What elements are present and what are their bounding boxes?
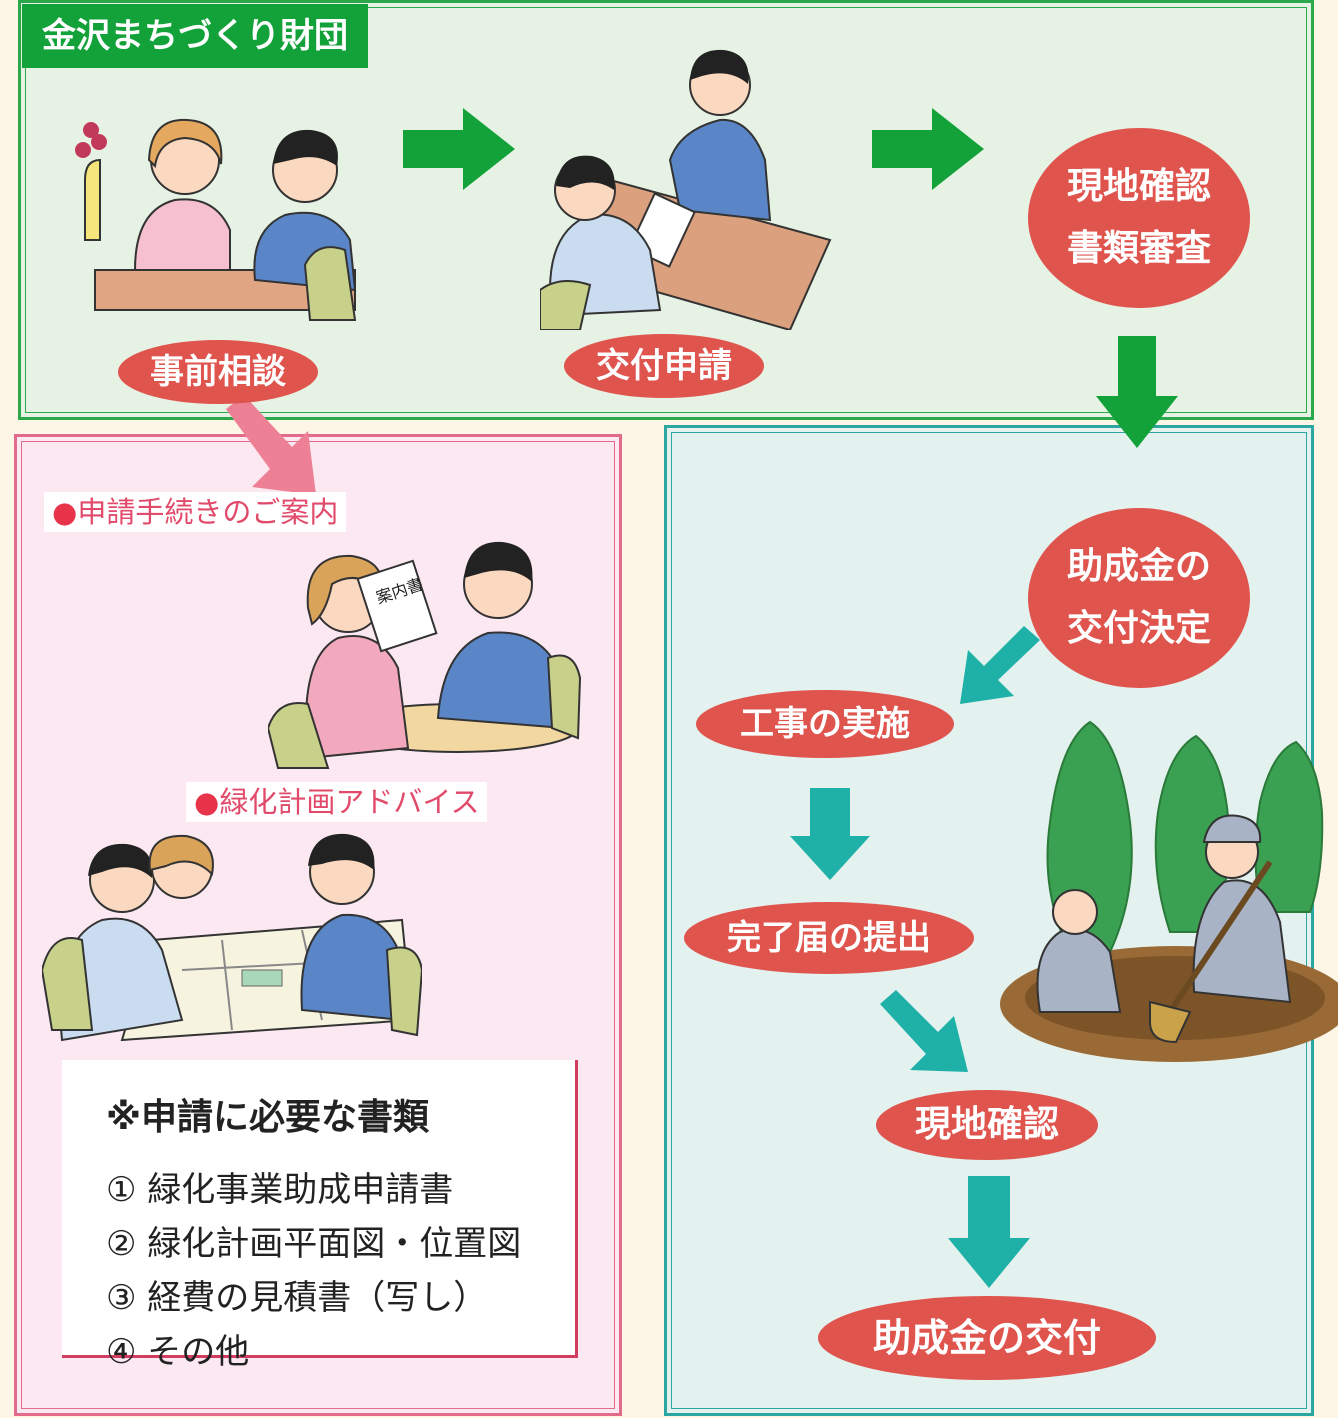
- step-site-check: 現地確認: [876, 1090, 1098, 1160]
- step-review: 現地確認 書類審査: [1028, 128, 1250, 308]
- planning-illustration: [42, 833, 422, 1042]
- bullet-icon: ●: [194, 785, 220, 819]
- step-construction: 工事の実施: [696, 690, 954, 758]
- step-consultation: 事前相談: [118, 340, 318, 404]
- vase-shape: [84, 158, 101, 241]
- document-item: ① 緑化事業助成申請書: [106, 1170, 454, 1210]
- step-review-line2: 書類審査: [1066, 228, 1211, 269]
- clerk-body-shape: [668, 118, 772, 222]
- brochure-shape: [356, 559, 438, 653]
- step-decision: 助成金の 交付決定: [1028, 508, 1250, 688]
- document-item: ④ その他: [106, 1332, 250, 1372]
- woman-body-shape: [305, 635, 410, 760]
- guidance-illustration: 案内書: [268, 541, 582, 769]
- required-documents-box: ※申請に必要な書類 ① 緑化事業助成申請書 ② 緑化計画平面図・位置図 ③ 経費…: [62, 1060, 578, 1372]
- required-documents-title: ※申請に必要な書類: [106, 1097, 429, 1138]
- document-item: ③ 経費の見積書（写し）: [106, 1278, 488, 1318]
- man-body-shape: [436, 631, 566, 730]
- tree3-shape: [1254, 740, 1324, 913]
- shovel-shape: [1167, 860, 1273, 1014]
- flower-shape: [75, 142, 91, 158]
- organization-tag: 金沢まちづくり財団: [22, 4, 368, 68]
- arrow-diag-teal-2: [880, 990, 968, 1072]
- guidance-label: ●申請手続きのご案内: [44, 492, 347, 532]
- arrow-down-teal-2: [948, 1176, 1030, 1288]
- step-application: 交付申請: [564, 334, 764, 398]
- step-decision-line1: 助成金の: [1066, 546, 1211, 587]
- arrow-right-1: [403, 108, 515, 190]
- advice-label-text: 緑化計画アドバイス: [219, 785, 480, 819]
- worker1-shape: [1036, 928, 1122, 1013]
- consultation-illustration: [75, 118, 357, 321]
- step-review-line1: 現地確認: [1066, 166, 1211, 207]
- step-completion: 完了届の提出: [684, 902, 974, 974]
- planting-illustration: [1000, 720, 1338, 1062]
- arrow-down-teal-1: [790, 788, 870, 880]
- chair-shape: [303, 246, 357, 321]
- step-decision-line2: 交付決定: [1066, 608, 1211, 649]
- advice-label: ●緑化計画アドバイス: [186, 782, 488, 822]
- arrow-right-2: [872, 108, 984, 190]
- step-payment: 助成金の交付: [818, 1296, 1156, 1380]
- arrow-diag-teal-1: [960, 626, 1040, 704]
- guidance-label-text: 申請手続きのご案内: [77, 495, 339, 529]
- bullet-icon: ●: [52, 495, 78, 529]
- arrow-down-pink: [226, 395, 316, 495]
- document-item: ② 緑化計画平面図・位置図: [106, 1224, 522, 1264]
- woman-body-shape: [133, 198, 231, 271]
- arrow-down-green: [1096, 336, 1178, 448]
- worker2-shape: [1192, 879, 1292, 1004]
- application-illustration: [540, 49, 832, 330]
